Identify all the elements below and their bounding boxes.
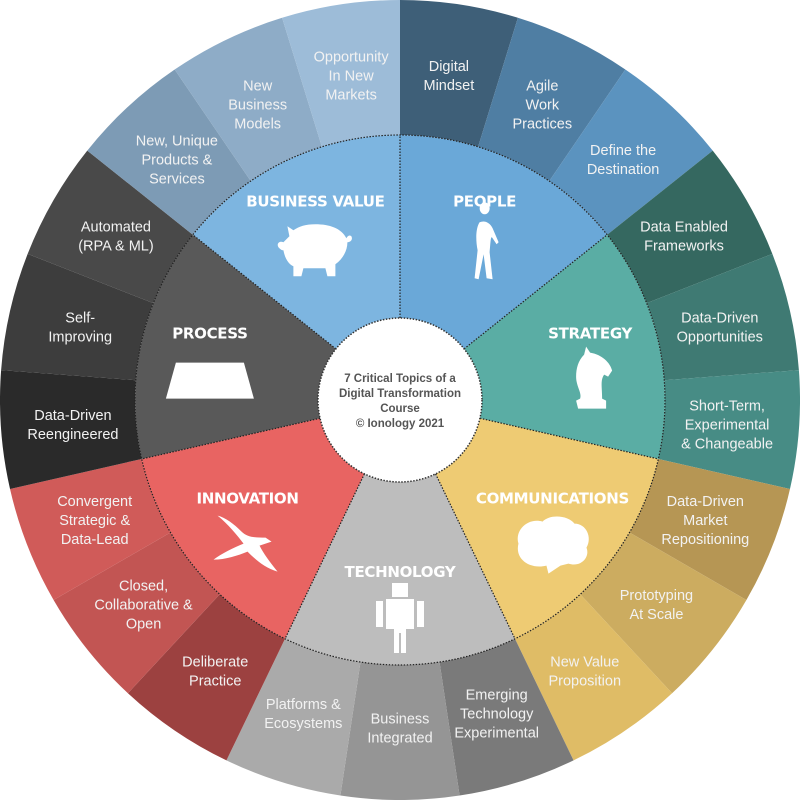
outer-segment	[53, 532, 220, 694]
topic-sector-people	[400, 135, 608, 349]
topic-label: PROCESS	[172, 325, 247, 343]
robot-icon	[376, 583, 424, 653]
outer-segment	[514, 594, 673, 761]
outer-segment	[607, 150, 773, 304]
outer-segment	[580, 532, 747, 694]
eagle-icon	[213, 515, 278, 572]
outer-segment	[439, 638, 574, 796]
outer-segment	[1, 253, 154, 381]
outer-segment	[127, 594, 286, 761]
inner-ring: PEOPLE STRATEGY COMMUNICATIONS TECHNOLOGY IN…	[134, 135, 665, 665]
topic-label: COMMUNICATIONS	[476, 490, 629, 508]
outer-segment-label: Closed,Collaborative &Open	[94, 579, 193, 633]
outer-segment	[646, 253, 799, 381]
outer-segment	[10, 458, 171, 600]
outer-segment	[226, 638, 361, 796]
outer-segment-label: Short-Term,Experimental& Changeable	[681, 399, 773, 453]
outer-segment-label: Automated(RPA & ML)	[78, 220, 153, 255]
topic-label: INNOVATION	[196, 490, 298, 508]
outer-segment-label: Platforms &Ecosystems	[264, 697, 342, 732]
center-line-1: 7 Critical Topics of a	[344, 373, 456, 385]
outer-segment	[27, 150, 193, 304]
outer-segment	[658, 370, 800, 490]
chess-knight-icon	[576, 346, 613, 409]
topic-label: PEOPLE	[453, 192, 516, 210]
center-line-2: Digital Transformation	[339, 388, 461, 400]
walking-woman-icon	[474, 202, 499, 280]
topic-sector-strategy	[464, 234, 665, 459]
brain-icon	[517, 516, 589, 574]
trapezoid-icon	[165, 362, 254, 399]
outer-segment	[340, 662, 460, 800]
topic-sector-innovation	[141, 418, 365, 639]
topic-label: BUSINESS VALUE	[246, 192, 384, 210]
center-line-3: Course	[380, 403, 420, 415]
dotted-dividers	[134, 134, 666, 666]
outer-segment	[478, 17, 626, 182]
center-circle: 7 Critical Topics of a Digital Transform…	[317, 317, 483, 483]
outer-segment	[0, 370, 142, 490]
outer-segment-label: Self-Improving	[48, 311, 112, 346]
outer-segment	[400, 0, 518, 147]
piggy-bank-icon	[277, 224, 352, 277]
topic-sector-process	[134, 234, 336, 459]
outer-segment	[282, 0, 400, 147]
outer-segment	[87, 69, 251, 235]
topic-sector-technology	[285, 473, 515, 665]
topic-label: STRATEGY	[548, 325, 633, 343]
outer-segment	[174, 17, 322, 182]
center-line-4: © Ionology 2021	[356, 418, 445, 430]
topic-label: TECHNOLOGY	[345, 563, 457, 581]
outer-segment	[549, 69, 713, 235]
outer-segment	[629, 458, 790, 600]
